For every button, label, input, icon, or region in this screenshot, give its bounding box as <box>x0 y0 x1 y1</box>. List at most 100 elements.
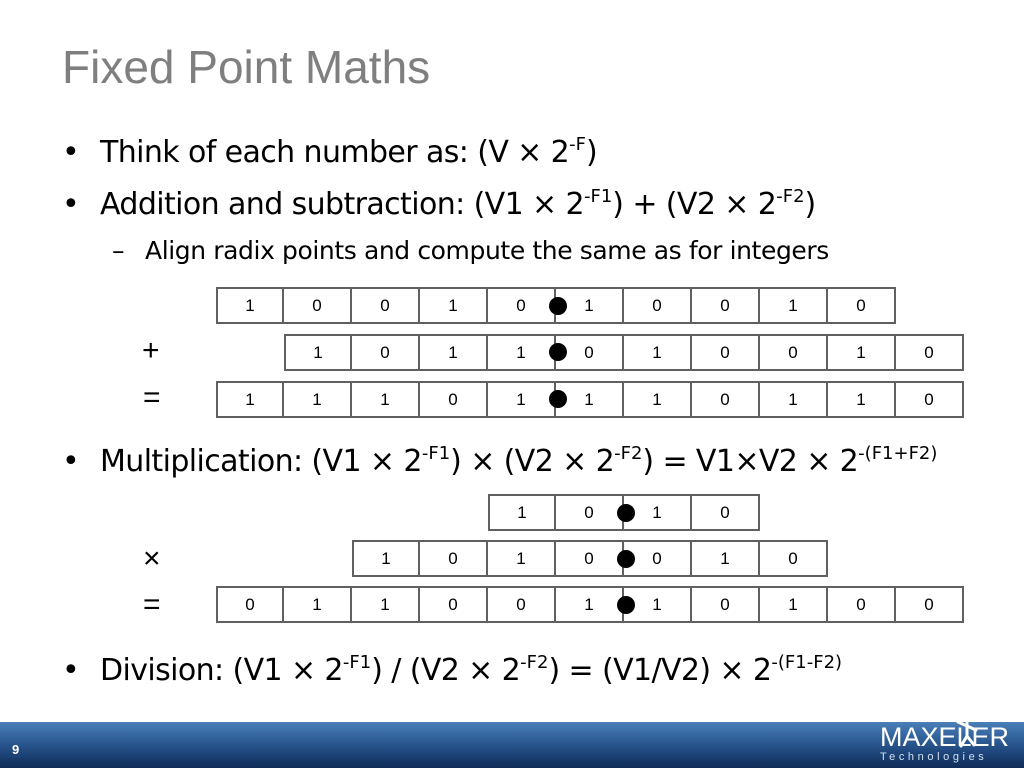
bit-cell: 0 <box>218 588 284 621</box>
sub-bullet-text: Align radix points and compute the same … <box>145 236 829 265</box>
equals-sign: = <box>143 381 161 414</box>
exponent: -F2 <box>614 443 643 464</box>
plus-sign: + <box>142 334 160 367</box>
bit-cell: 1 <box>624 336 692 369</box>
bullet-number-representation: • Think of each number as: (V × 2-F) <box>62 134 598 170</box>
radix-point <box>617 596 635 614</box>
bit-cell: 0 <box>624 542 692 575</box>
bit-cell: 0 <box>556 336 624 369</box>
radix-point <box>549 297 567 315</box>
bit-cell: 1 <box>420 289 488 322</box>
bullet-marker: • <box>62 653 80 688</box>
bullet-text: ) + (V2 × 2 <box>612 187 777 222</box>
bit-cell: 0 <box>692 383 760 416</box>
bit-cell: 0 <box>488 289 556 322</box>
exponent: -(F1-F2) <box>771 652 843 673</box>
bit-cell: 0 <box>828 588 896 621</box>
bit-cell: 0 <box>692 496 760 529</box>
bit-cell: 0 <box>692 588 760 621</box>
bit-cell: 1 <box>624 383 692 416</box>
sub-bullet-marker: – <box>112 236 125 265</box>
bit-cell: 1 <box>352 383 420 416</box>
exponent: -F <box>569 134 586 155</box>
bit-cell: 1 <box>828 383 896 416</box>
bullet-multiplication: • Multiplication: (V1 × 2-F1) × (V2 × 2-F… <box>62 443 937 479</box>
bit-cell: 0 <box>828 289 896 322</box>
company-logo-text: MAXELER <box>880 722 1010 752</box>
bullet-text-end: ) <box>586 135 598 170</box>
bit-cell: 1 <box>624 496 692 529</box>
bullet-marker: • <box>62 444 80 479</box>
bit-cell: 1 <box>218 383 284 416</box>
bit-cell: 1 <box>556 588 624 621</box>
bullet-text-end: ) <box>804 187 817 222</box>
bit-cell: 0 <box>556 496 624 529</box>
bullet-division: •Division: (V1 × 2-F1) / (V2 × 2-F2) = (… <box>62 652 842 688</box>
bit-cell: 0 <box>420 542 488 575</box>
bit-cell: 0 <box>352 289 420 322</box>
exponent: -F2 <box>776 186 805 207</box>
bit-cell: 0 <box>284 289 352 322</box>
bullet-addition-subtraction: • Addition and subtraction: (V1 × 2-F1) +… <box>62 186 816 222</box>
bit-cell: 1 <box>284 383 352 416</box>
bit-cell: 0 <box>896 588 964 621</box>
bullet-text: Division: (V1 × 2 <box>100 653 344 688</box>
bit-cell: 0 <box>420 383 488 416</box>
bit-cell: 1 <box>488 542 556 575</box>
bit-cell: 0 <box>556 542 624 575</box>
equals-sign: = <box>143 588 161 621</box>
bit-cell: 1 <box>828 336 896 369</box>
bit-cell: 1 <box>760 383 828 416</box>
bullet-text: ) = (V1/V2) × 2 <box>548 653 772 688</box>
logo-figure-icon <box>956 714 978 748</box>
exponent: -F1 <box>421 443 451 464</box>
bit-cell: 1 <box>488 336 556 369</box>
radix-point <box>617 504 635 522</box>
bit-cell: 1 <box>218 289 284 322</box>
bullet-text: Multiplication: (V1 × 2 <box>100 444 422 479</box>
times-sign: × <box>143 542 161 575</box>
bit-cell: 1 <box>354 542 420 575</box>
bit-cell: 1 <box>760 588 828 621</box>
bit-cell: 1 <box>352 588 420 621</box>
bit-cell: 0 <box>760 542 828 575</box>
bit-cell: 0 <box>420 588 488 621</box>
radix-point <box>549 390 567 408</box>
exponent: -F2 <box>520 652 549 673</box>
bit-cell: 1 <box>284 588 352 621</box>
bit-cell: 0 <box>624 289 692 322</box>
bit-cell: 0 <box>896 383 964 416</box>
footer-bar <box>0 722 1024 768</box>
bit-cell: 0 <box>488 588 556 621</box>
bit-cell: 0 <box>692 336 760 369</box>
bullet-text: Addition and subtraction: (V1 × 2 <box>100 187 585 222</box>
bullet-text: Think of each number as: (V × 2 <box>100 135 570 170</box>
exponent: -(F1+F2) <box>858 443 938 464</box>
exponent: -F1 <box>583 186 613 207</box>
bit-cell: 1 <box>420 336 488 369</box>
bit-cell: 0 <box>896 336 964 369</box>
bit-cell: 1 <box>488 383 556 416</box>
sub-bullet-align-radix: –Align radix points and compute the same… <box>112 236 829 265</box>
bit-cell: 1 <box>556 289 624 322</box>
page-number: 9 <box>12 742 20 757</box>
bit-cell: 0 <box>352 336 420 369</box>
bit-cell: 0 <box>692 289 760 322</box>
bullet-marker: • <box>62 187 80 222</box>
radix-point <box>617 550 635 568</box>
bullet-marker: • <box>62 135 80 170</box>
bit-cell: 1 <box>490 496 556 529</box>
bit-cell: 1 <box>760 289 828 322</box>
bullet-text: ) × (V2 × 2 <box>450 444 615 479</box>
bit-cell: 1 <box>692 542 760 575</box>
slide-title: Fixed Point Maths <box>62 41 431 93</box>
company-logo-subtext: Technologies <box>880 751 988 763</box>
bit-cell: 1 <box>556 383 624 416</box>
bullet-text: ) = V1×V2 × 2 <box>642 444 859 479</box>
